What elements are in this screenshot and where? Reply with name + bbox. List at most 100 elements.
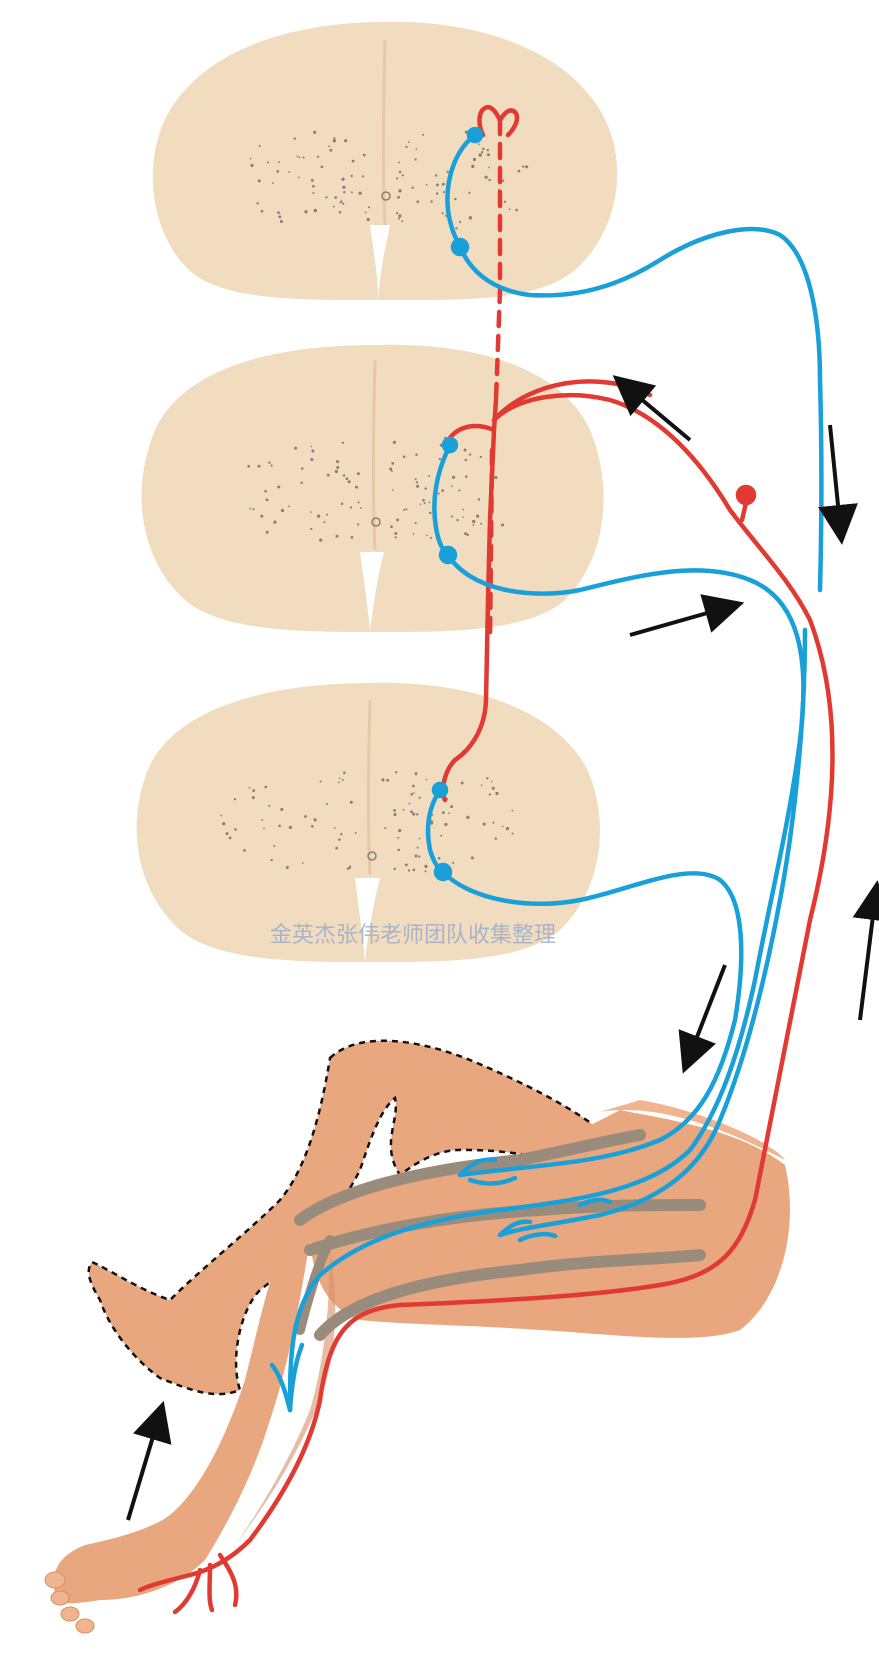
stipple-dot	[428, 475, 430, 477]
stipple-dot	[491, 781, 493, 783]
stipple-dot	[468, 192, 470, 194]
stipple-dot	[317, 156, 319, 158]
stipple-dot	[277, 485, 280, 488]
stipple-dot	[252, 789, 255, 792]
stipple-dot	[397, 196, 400, 199]
stipple-dot	[365, 212, 367, 214]
stipple-dot	[464, 449, 467, 452]
stipple-dot	[368, 206, 370, 208]
stipple-dot	[310, 528, 312, 530]
stipple-dot	[261, 210, 264, 213]
stipple-dot	[440, 835, 442, 837]
stipple-dot	[415, 522, 417, 524]
stipple-dot	[436, 192, 438, 194]
stipple-dot	[471, 165, 474, 168]
stipple-dot	[350, 175, 352, 177]
stipple-dot	[390, 525, 393, 528]
stipple-dot	[492, 822, 494, 824]
stipple-dot	[347, 867, 349, 869]
arrow-afferent-down-lower	[690, 965, 725, 1055]
stipple-dot	[450, 805, 453, 808]
stipple-dot	[268, 462, 270, 464]
stipple-dot	[326, 803, 328, 805]
stipple-dot	[333, 137, 335, 139]
stipple-dot	[288, 505, 290, 507]
stipple-dot	[220, 815, 222, 817]
stipple-dot	[486, 777, 488, 779]
stipple-dot	[488, 179, 490, 181]
stipple-dot	[495, 837, 497, 839]
stipple-dot	[252, 508, 254, 510]
stipple-dot	[247, 465, 250, 468]
stipple-dot	[393, 813, 396, 816]
stipple-dot	[310, 511, 312, 513]
stipple-dot	[415, 148, 417, 150]
stipple-dot	[342, 203, 344, 205]
stipple-dot	[502, 826, 504, 828]
stipple-dot	[461, 782, 464, 785]
arrow-foot-up	[128, 1420, 158, 1520]
stipple-dot	[335, 847, 338, 850]
stipple-dot	[442, 811, 445, 814]
stipple-dot	[222, 822, 225, 825]
stipple-dot	[425, 870, 427, 872]
stipple-dot	[357, 523, 359, 525]
stipple-dot	[438, 857, 441, 860]
arrow-afferent-down	[830, 425, 840, 525]
stipple-dot	[243, 849, 246, 852]
stipple-dot	[454, 198, 456, 200]
stipple-dot	[266, 531, 269, 534]
stipple-dot	[397, 837, 399, 839]
stipple-dot	[339, 211, 342, 214]
stipple-dot	[398, 829, 401, 832]
stipple-dot	[416, 481, 418, 483]
stipple-dot	[487, 149, 489, 151]
spinal-cord-section-top	[153, 22, 617, 300]
stipple-dot	[479, 153, 482, 156]
stipple-dot	[419, 838, 421, 840]
stipple-dot	[281, 509, 284, 512]
stipple-dot	[398, 214, 401, 217]
stipple-dot	[409, 803, 411, 805]
stipple-dot	[355, 486, 358, 489]
stipple-dot	[414, 158, 416, 160]
stipple-dot	[402, 174, 404, 176]
stipple-dot	[278, 215, 281, 218]
stipple-dot	[401, 220, 403, 222]
stipple-dot	[311, 179, 314, 182]
stipple-dot	[276, 170, 279, 173]
stipple-dot	[469, 216, 472, 219]
stipple-dot	[412, 785, 415, 788]
stipple-dot	[339, 777, 341, 779]
stipple-dot	[403, 455, 406, 458]
stipple-dot	[419, 797, 421, 799]
stipple-dot	[488, 167, 490, 169]
spinal-cord-section-middle	[142, 345, 604, 632]
stipple-dot	[494, 476, 497, 479]
stipple-dot	[301, 467, 304, 470]
stipple-dot	[266, 498, 269, 501]
stipple-dot	[501, 523, 504, 526]
stipple-dot	[403, 509, 405, 511]
stipple-dot	[415, 772, 418, 775]
stipple-dot	[430, 200, 432, 202]
stipple-dot	[268, 805, 270, 807]
stipple-dot	[336, 535, 339, 538]
stipple-dot	[472, 524, 474, 526]
stipple-dot	[443, 191, 445, 193]
stipple-dot	[342, 442, 344, 444]
stipple-dot	[346, 477, 349, 480]
stipple-dot	[415, 855, 418, 858]
stipple-dot	[329, 149, 332, 152]
stipple-dot	[465, 459, 468, 462]
stipple-dot	[429, 512, 431, 514]
stipple-dot	[334, 827, 336, 829]
stipple-dot	[416, 813, 418, 815]
stipple-dot	[314, 818, 317, 821]
stipple-dot	[415, 478, 417, 480]
stipple-dot	[363, 154, 366, 157]
stipple-dot	[506, 827, 509, 830]
stipple-dot	[360, 507, 362, 509]
stipple-dot	[396, 518, 399, 521]
stipple-dot	[344, 139, 347, 142]
